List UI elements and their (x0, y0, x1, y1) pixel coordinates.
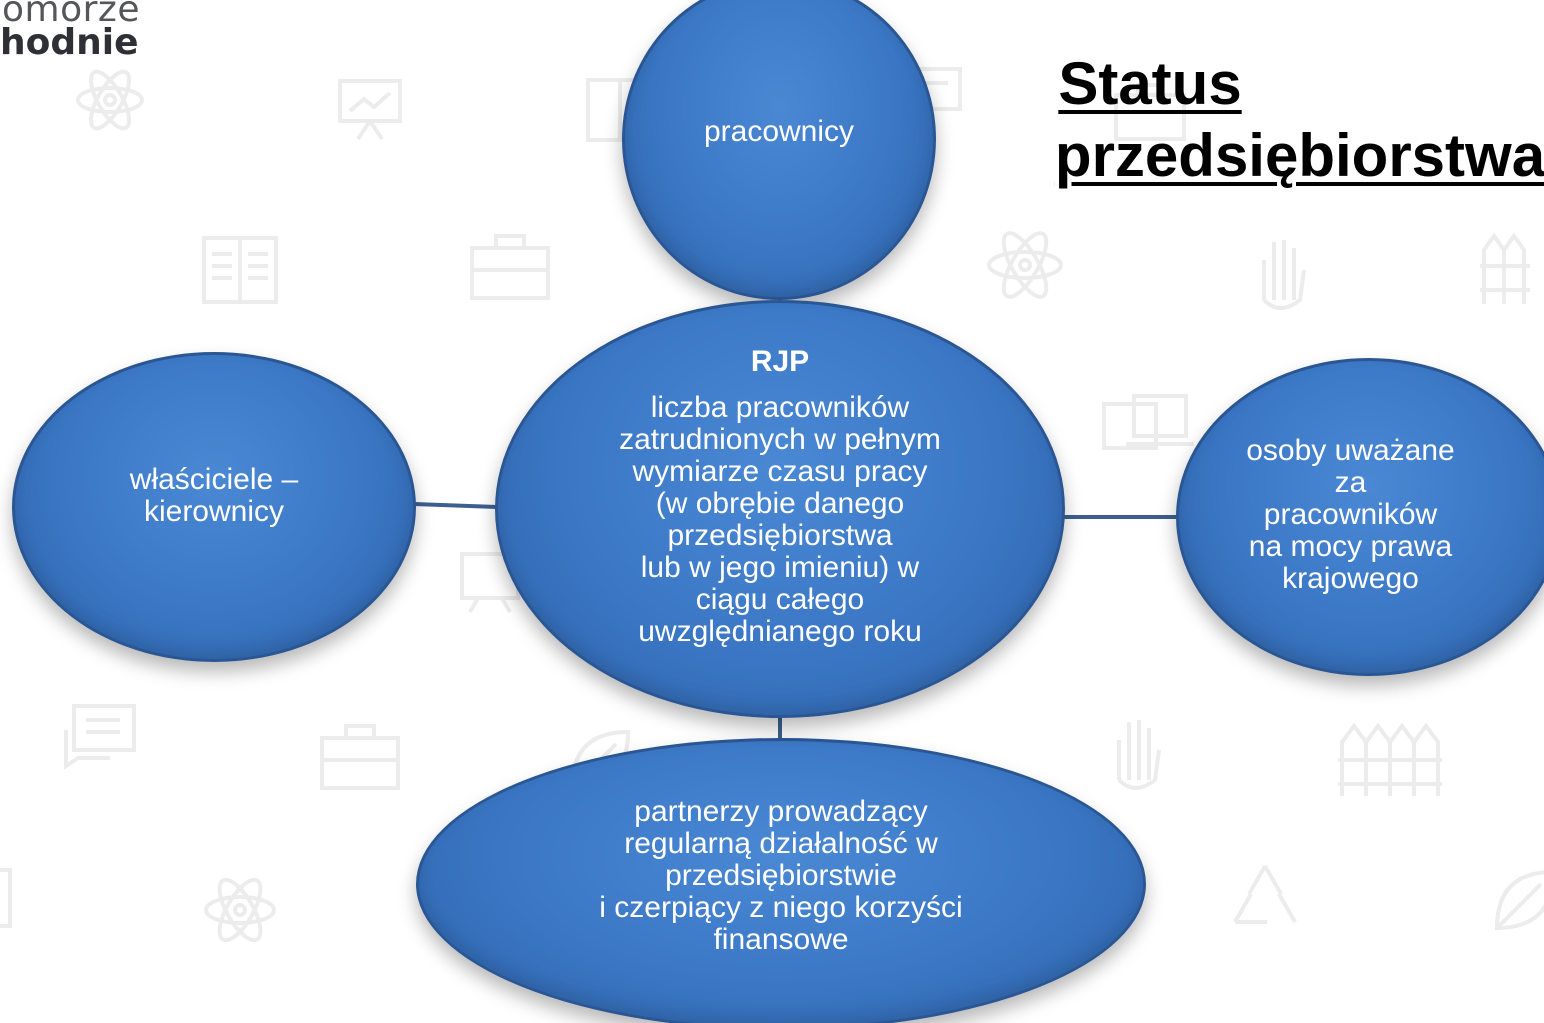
leaf-icon (1494, 870, 1544, 931)
node-partnerzy: partnerzy prowadzący regularną działalno… (416, 738, 1146, 1023)
node-wlasciciele-label: właściciele – kierownicy (129, 463, 299, 528)
slide-title: Status przedsiębiorstwa (980, 48, 1544, 192)
node-osoby-uwazane: osoby uważane za pracowników na mocy pra… (1176, 358, 1544, 676)
node-partnerzy-label: partnerzy prowadzący regularną działalno… (599, 795, 963, 956)
briefcase-icon (320, 724, 400, 790)
tv-icon (1102, 402, 1158, 450)
hand-icon (1262, 240, 1306, 310)
atom-icon (76, 69, 144, 131)
title-line-2: przedsiębiorstwa (1054, 122, 1544, 189)
atom-icon (204, 877, 276, 943)
node-rjp: RJP liczba pracowników zatrudnionych w p… (495, 300, 1065, 718)
node-pracownicy-label: pracownicy (703, 115, 855, 148)
book-icon (202, 236, 278, 304)
fence-icon (1480, 232, 1530, 304)
laptop-icon (1126, 394, 1194, 446)
logo: omorze hodnie (0, 0, 140, 61)
logo-line-2: hodnie (0, 22, 139, 63)
presentation-icon (338, 79, 402, 141)
atom-icon (987, 231, 1063, 299)
chat-icon (64, 704, 136, 770)
node-osoby-label: osoby uważane za pracowników na mocy pra… (1246, 434, 1455, 595)
node-rjp-description: liczba pracowników zatrudnionych w pełny… (619, 391, 941, 648)
page-icon (0, 868, 12, 928)
briefcase-icon (470, 234, 550, 300)
logo-line-1: omorze (2, 0, 140, 30)
hand-icon (1117, 720, 1161, 790)
fence-icon (1338, 722, 1442, 796)
node-wlasciciele-kierownicy: właściciele – kierownicy (12, 352, 416, 662)
briefcase-icon (1114, 83, 1186, 141)
node-pracownicy: pracownicy (622, 0, 936, 300)
title-line-1: Status (1058, 50, 1242, 117)
recycle-icon (1233, 865, 1297, 924)
node-rjp-heading: RJP (750, 345, 810, 378)
connector-left (413, 502, 498, 509)
